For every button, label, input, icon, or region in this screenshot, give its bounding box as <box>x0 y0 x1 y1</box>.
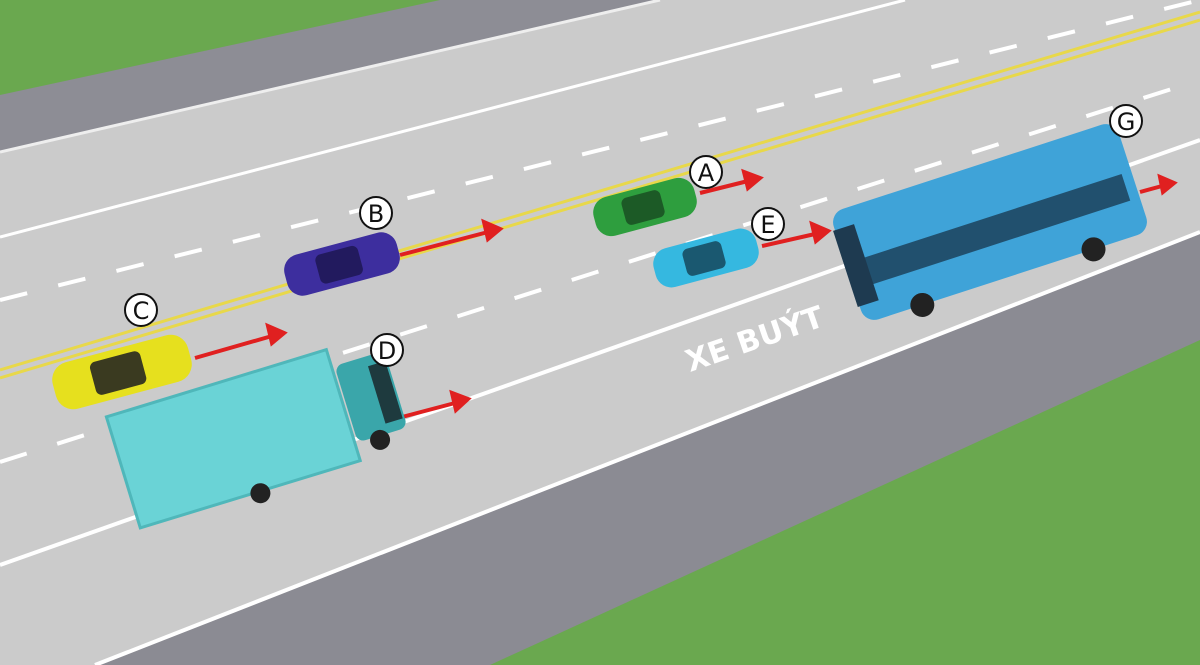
label-b: B <box>359 196 393 230</box>
direction-arrows <box>194 168 1178 419</box>
road-edge-top <box>0 0 661 154</box>
svg-text:A: A <box>698 159 715 187</box>
road-edge-bottom <box>94 230 1200 665</box>
label-e: E <box>751 207 785 241</box>
center-line-yellow-1 <box>0 10 1200 372</box>
svg-text:C: C <box>133 297 150 325</box>
truck-d <box>104 347 406 530</box>
svg-text:D: D <box>378 337 396 365</box>
label-a: A <box>689 155 723 189</box>
bus-g <box>833 124 1147 320</box>
label-g: G <box>1109 104 1143 138</box>
svg-text:B: B <box>368 200 384 228</box>
car-b <box>284 232 400 296</box>
svg-text:E: E <box>760 211 775 239</box>
label-d: D <box>370 333 404 367</box>
label-c: C <box>124 293 158 327</box>
car-a <box>593 177 697 237</box>
lane-line-solid <box>0 0 906 239</box>
vehicle-labels: A B C D E G <box>124 104 1143 367</box>
car-e <box>653 228 759 288</box>
svg-text:G: G <box>1117 108 1136 136</box>
car-c <box>52 334 192 410</box>
lane-line-dashed <box>0 0 1200 302</box>
center-line-yellow-2 <box>0 18 1200 380</box>
